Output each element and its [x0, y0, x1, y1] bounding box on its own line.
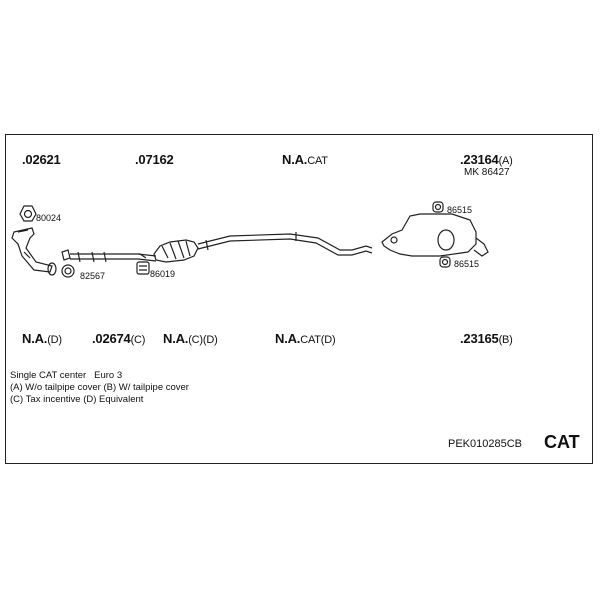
center-pipe-icon: [197, 232, 373, 256]
part-label-na-cat-d: N.A.CAT(D): [275, 331, 336, 346]
callout-82567: 82567: [80, 271, 106, 281]
flange-icon-82567: [61, 264, 75, 278]
part-label-02674: .02674(C): [92, 331, 146, 346]
part-label-na-cd: N.A.(C)(D): [163, 331, 218, 346]
intermediate-pipe-icon: [61, 249, 157, 263]
clamp-icon-86019: [136, 261, 150, 275]
gasket-icon-80024: [19, 205, 37, 222]
notes-block: Single CAT center Euro 3 (A) W/o tailpip…: [10, 370, 189, 406]
front-pipe-icon: [11, 227, 57, 276]
rubber-mount-icon-86515-top: [432, 201, 444, 213]
note-line: (A) W/o tailpipe cover (B) W/ tailpipe c…: [10, 382, 189, 393]
rubber-mount-icon-86515-bottom: [439, 256, 451, 268]
part-label-mk-86427: MK 86427: [464, 167, 510, 178]
callout-86019: 86019: [150, 269, 176, 279]
callout-86515-bottom: 86515: [454, 259, 480, 269]
part-label-na-cat: N.A.CAT: [282, 152, 328, 167]
rear-silencer-icon: [381, 213, 489, 257]
part-label-23164: .23164(A): [460, 152, 513, 167]
catalytic-converter-icon: [153, 239, 199, 263]
note-line: (C) Tax incentive (D) Equivalent: [10, 394, 144, 405]
part-label-na-d: N.A.(D): [22, 331, 62, 346]
part-label-02621: .02621: [22, 152, 61, 167]
kit-type-label: CAT: [544, 432, 580, 452]
callout-86515-top: 86515: [447, 205, 473, 215]
diagram-frame: [5, 134, 593, 464]
callout-80024: 80024: [36, 213, 62, 223]
note-line: Single CAT center Euro 3: [10, 370, 123, 381]
part-label-07162: .07162: [135, 152, 174, 167]
part-label-23165: .23165(B): [460, 331, 513, 346]
kit-code: PEK010285CB: [448, 438, 522, 450]
